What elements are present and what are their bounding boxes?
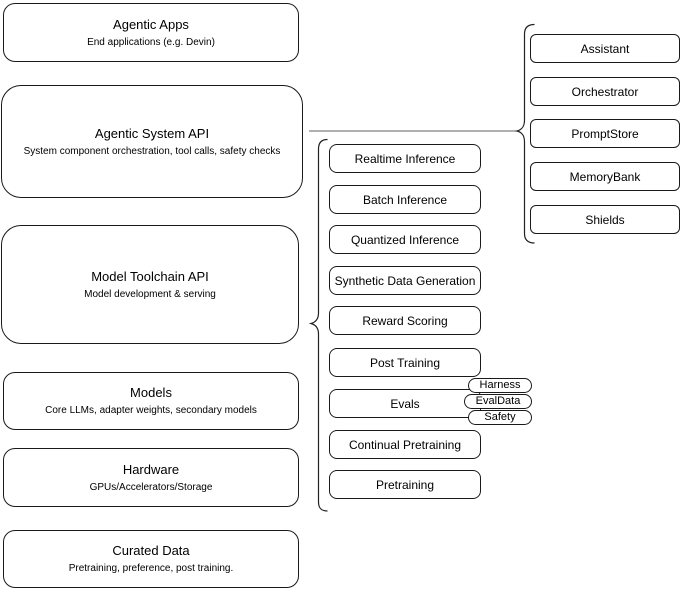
- node-label: Quantized Inference: [350, 232, 460, 247]
- pill-label: EvalData: [475, 395, 521, 407]
- layer-subtitle: Pretraining, preference, post training.: [68, 563, 234, 574]
- pill-label: Safety: [484, 411, 516, 423]
- layer-title: Hardware: [122, 461, 180, 477]
- node-label: Pretraining: [375, 477, 435, 492]
- layer-subtitle: Model development & serving: [84, 288, 216, 300]
- node-label: Evals: [390, 396, 420, 411]
- node-label: Orchestrator: [571, 84, 639, 99]
- layer-subtitle: GPUs/Accelerators/Storage: [89, 481, 213, 493]
- layer-box-agentic-system-api: Agentic System API System component orch…: [1, 85, 303, 198]
- node-evals: Evals: [329, 389, 481, 418]
- layer-subtitle: Core LLMs, adapter weights, secondary mo…: [45, 405, 257, 416]
- node-synthetic-data-generation: Synthetic Data Generation: [329, 266, 481, 295]
- layer-subtitle: System component orchestration, tool cal…: [23, 145, 281, 157]
- node-label: Synthetic Data Generation: [334, 273, 476, 288]
- system-node-promptstore: PromptStore: [530, 119, 680, 148]
- layer-box-models: Models Core LLMs, adapter weights, secon…: [3, 372, 299, 430]
- eval-pill-safety: Safety: [468, 410, 532, 425]
- node-label: Reward Scoring: [362, 313, 448, 328]
- layer-box-agentic-apps: Agentic Apps End applications (e.g. Devi…: [3, 3, 299, 62]
- node-label: Continual Pretraining: [348, 437, 462, 452]
- system-node-memorybank: MemoryBank: [530, 162, 680, 191]
- node-label: Assistant: [580, 41, 630, 56]
- system-node-assistant: Assistant: [530, 34, 680, 63]
- node-label: Batch Inference: [362, 192, 448, 207]
- system-brace: [514, 23, 535, 244]
- eval-pill-harness: Harness: [468, 378, 532, 393]
- node-label: Post Training: [369, 355, 441, 370]
- node-label: PromptStore: [571, 126, 639, 141]
- node-label: Realtime Inference: [354, 151, 456, 166]
- node-label: MemoryBank: [569, 169, 641, 184]
- system-node-shields: Shields: [530, 205, 680, 234]
- pill-label: Harness: [479, 379, 521, 391]
- node-post-training: Post Training: [329, 348, 481, 377]
- toolchain-brace: [308, 138, 328, 512]
- node-quantized-inference: Quantized Inference: [329, 225, 481, 254]
- layer-title: Agentic Apps: [113, 16, 189, 32]
- layer-subtitle: End applications (e.g. Devin): [87, 36, 215, 48]
- layer-box-model-toolchain-api: Model Toolchain API Model development & …: [1, 225, 299, 344]
- node-continual-pretraining: Continual Pretraining: [329, 430, 481, 459]
- node-realtime-inference: Realtime Inference: [329, 144, 481, 173]
- node-pretraining: Pretraining: [329, 470, 481, 499]
- layer-title: Model Toolchain API: [91, 268, 209, 284]
- eval-pill-evaldata: EvalData: [464, 394, 532, 409]
- system-node-orchestrator: Orchestrator: [530, 77, 680, 106]
- node-reward-scoring: Reward Scoring: [329, 306, 481, 335]
- layer-box-hardware: Hardware GPUs/Accelerators/Storage: [3, 448, 299, 507]
- layer-title: Models: [130, 385, 172, 400]
- layer-box-curated-data: Curated Data Pretraining, preference, po…: [3, 530, 299, 588]
- layer-title: Curated Data: [112, 543, 190, 558]
- node-batch-inference: Batch Inference: [329, 185, 481, 214]
- layer-title: Agentic System API: [94, 125, 210, 141]
- node-label: Shields: [585, 212, 625, 227]
